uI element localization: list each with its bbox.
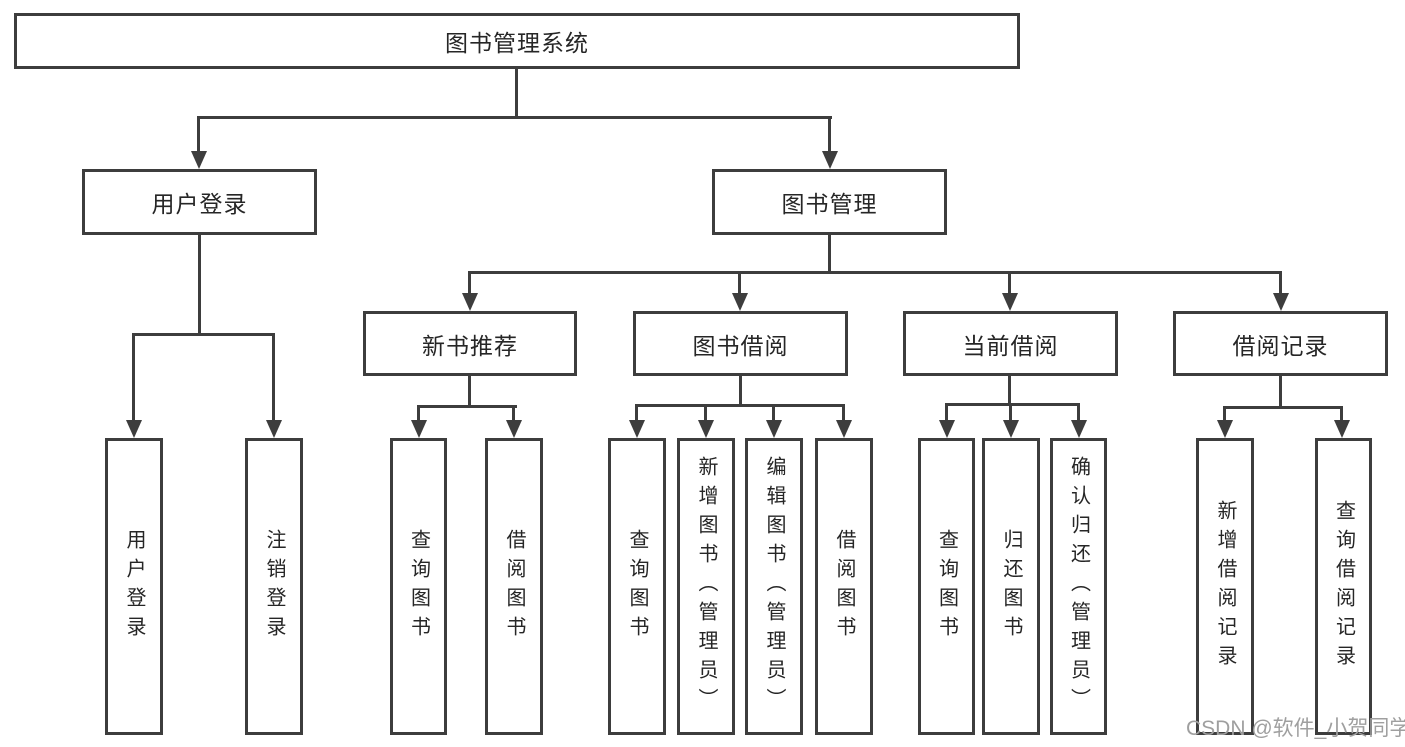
- arrow-down-icon: [1217, 420, 1233, 438]
- leaf-logout: 注销登录: [245, 438, 303, 735]
- leaf-query-books-recommend-label: 查询图书: [407, 528, 430, 645]
- leaf-borrow-books-borrowing-label: 借阅图书: [833, 528, 855, 645]
- leaf-query-books-current-label: 查询图书: [935, 528, 958, 645]
- connector-line: [1279, 376, 1282, 408]
- connector-line: [132, 333, 275, 336]
- connector-line: [198, 235, 201, 335]
- connector-line: [739, 376, 742, 406]
- connector-line: [945, 403, 948, 422]
- node-borrowing-records: 借阅记录: [1173, 311, 1388, 376]
- node-user-login: 用户登录: [82, 169, 317, 235]
- connector-line: [468, 376, 471, 407]
- leaf-user-login-label: 用户登录: [123, 528, 145, 645]
- arrow-down-icon: [1334, 420, 1350, 438]
- leaf-return-book-label: 归还图书: [1000, 528, 1022, 645]
- connector-line: [738, 271, 741, 295]
- connector-line: [515, 68, 518, 118]
- connector-line: [1009, 403, 1012, 422]
- connector-line: [197, 116, 832, 119]
- arrow-down-icon: [766, 420, 782, 438]
- node-new-book-recommend-label: 新书推荐: [422, 332, 518, 359]
- connector-line: [1340, 406, 1343, 422]
- node-book-borrowing: 图书借阅: [633, 311, 848, 376]
- leaf-borrow-books-borrowing: 借阅图书: [815, 438, 873, 735]
- leaf-query-borrow-record: 查询借阅记录: [1315, 438, 1372, 735]
- connector-line: [1223, 406, 1226, 422]
- arrow-down-icon: [506, 420, 522, 438]
- connector-line: [1077, 403, 1080, 422]
- node-borrowing-records-label: 借阅记录: [1232, 332, 1329, 359]
- connector-line: [132, 333, 135, 422]
- connector-line: [1279, 271, 1282, 295]
- connector-line: [828, 235, 831, 273]
- arrow-down-icon: [411, 420, 427, 438]
- arrow-down-icon: [1003, 420, 1019, 438]
- arrow-down-icon: [191, 151, 207, 169]
- connector-line: [197, 116, 200, 154]
- leaf-borrow-books-recommend: 借阅图书: [485, 438, 543, 735]
- arrow-down-icon: [939, 420, 955, 438]
- connector-line: [468, 271, 471, 295]
- connector-line: [512, 405, 515, 422]
- arrow-down-icon: [266, 420, 282, 438]
- connector-line: [417, 405, 517, 408]
- connector-line: [468, 271, 1282, 274]
- leaf-add-borrow-record-label: 新增借阅记录: [1214, 499, 1236, 674]
- connector-line: [635, 404, 638, 422]
- arrow-down-icon: [1273, 293, 1289, 311]
- leaf-logout-label: 注销登录: [263, 528, 285, 645]
- leaf-add-book-admin: 新增图书（管理员）: [677, 438, 735, 735]
- connector-line: [1008, 376, 1011, 405]
- arrow-down-icon: [1071, 420, 1087, 438]
- leaf-edit-book-admin-label: 编辑图书（管理员）: [763, 456, 785, 717]
- arrow-down-icon: [462, 293, 478, 311]
- node-root-label: 图书管理系统: [445, 30, 589, 56]
- connector-line: [772, 404, 775, 422]
- node-current-borrowing: 当前借阅: [903, 311, 1118, 376]
- connector-line: [635, 404, 845, 407]
- arrow-down-icon: [732, 293, 748, 311]
- leaf-edit-book-admin: 编辑图书（管理员）: [745, 438, 803, 735]
- node-user-login-label: 用户登录: [151, 191, 248, 217]
- leaf-return-book: 归还图书: [982, 438, 1040, 735]
- leaf-query-books-recommend: 查询图书: [390, 438, 447, 735]
- arrow-down-icon: [822, 151, 838, 169]
- arrow-down-icon: [126, 420, 142, 438]
- connector-line: [1223, 406, 1343, 409]
- connector-line: [272, 333, 275, 422]
- connector-line: [842, 404, 845, 422]
- connector-line: [945, 403, 1079, 406]
- leaf-add-book-admin-label: 新增图书（管理员）: [695, 456, 717, 717]
- leaf-confirm-return-admin-label: 确认归还（管理员）: [1067, 456, 1090, 717]
- connector-line: [828, 116, 831, 154]
- connector-line: [417, 405, 420, 422]
- arrow-down-icon: [698, 420, 714, 438]
- node-current-borrowing-label: 当前借阅: [962, 332, 1059, 359]
- arrow-down-icon: [836, 420, 852, 438]
- leaf-user-login: 用户登录: [105, 438, 163, 735]
- leaf-add-borrow-record: 新增借阅记录: [1196, 438, 1254, 735]
- leaf-query-books-current: 查询图书: [918, 438, 975, 735]
- leaf-query-borrow-record-label: 查询借阅记录: [1332, 499, 1355, 674]
- leaf-confirm-return-admin: 确认归还（管理员）: [1050, 438, 1107, 735]
- connector-line: [704, 404, 707, 422]
- arrow-down-icon: [629, 420, 645, 438]
- arrow-down-icon: [1002, 293, 1018, 311]
- watermark: CSDN @软件_小贺同学: [1186, 717, 1405, 740]
- leaf-query-books-borrowing: 查询图书: [608, 438, 666, 735]
- node-root: 图书管理系统: [14, 13, 1020, 69]
- node-new-book-recommend: 新书推荐: [363, 311, 577, 376]
- node-book-management: 图书管理: [712, 169, 947, 235]
- node-book-management-label: 图书管理: [781, 191, 878, 217]
- node-book-borrowing-label: 图书借阅: [692, 332, 789, 359]
- leaf-query-books-borrowing-label: 查询图书: [626, 528, 648, 645]
- leaf-borrow-books-recommend-label: 借阅图书: [503, 528, 525, 645]
- connector-line: [1008, 271, 1011, 295]
